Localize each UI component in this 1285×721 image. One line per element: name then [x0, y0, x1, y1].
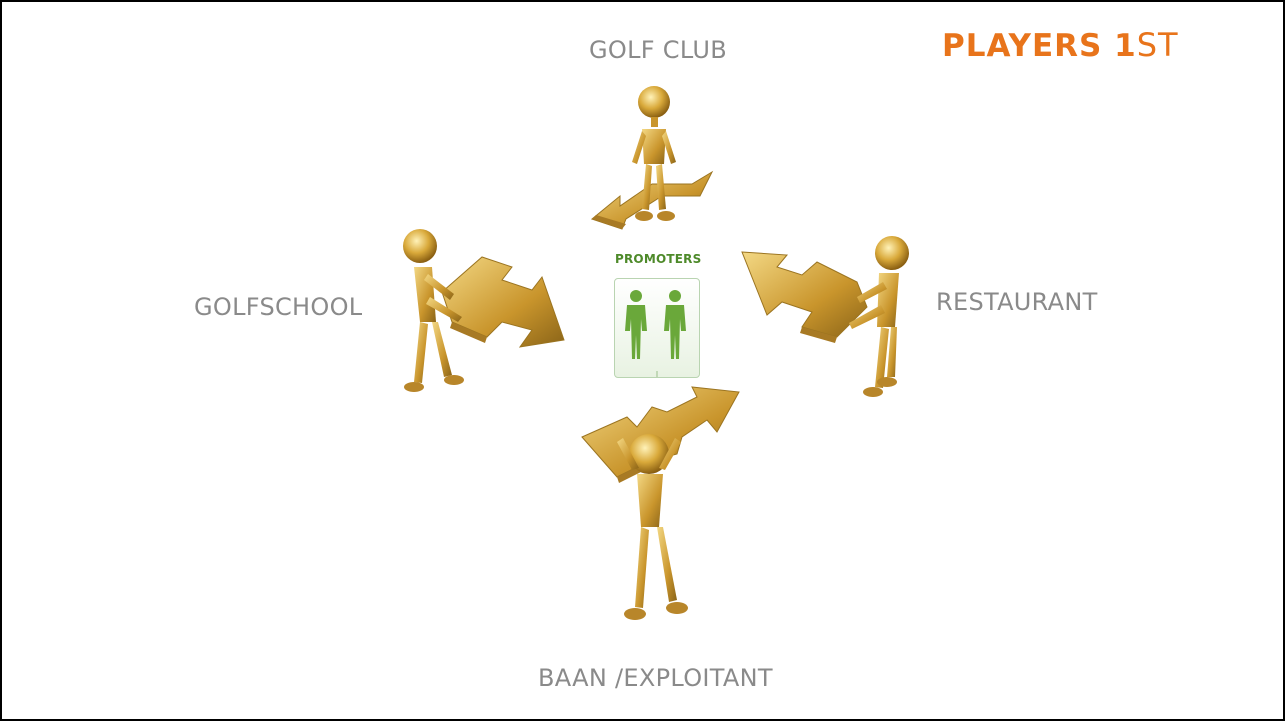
promoters-card [614, 278, 700, 378]
promoters-title: PROMOTERS [615, 252, 702, 266]
gold-figure-right-icon [741, 236, 909, 397]
label-golf-club: GOLF CLUB [589, 36, 727, 64]
logo-main-text: PLAYERS [942, 28, 1115, 64]
logo-number: 1 [1114, 28, 1137, 64]
gold-figure-top-icon [590, 86, 714, 230]
gold-figure-bottom-icon [581, 386, 740, 620]
players-1st-logo: PLAYERS 1ST [942, 26, 1179, 64]
gold-figure-left-icon [403, 229, 565, 392]
label-restaurant: RESTAURANT [936, 288, 1098, 316]
label-baan-exploitant: BAAN /EXPLOITANT [538, 664, 773, 692]
logo-suffix: ST [1136, 26, 1179, 64]
two-people-icon [625, 290, 686, 377]
label-golfschool: GOLFSCHOOL [194, 293, 363, 321]
